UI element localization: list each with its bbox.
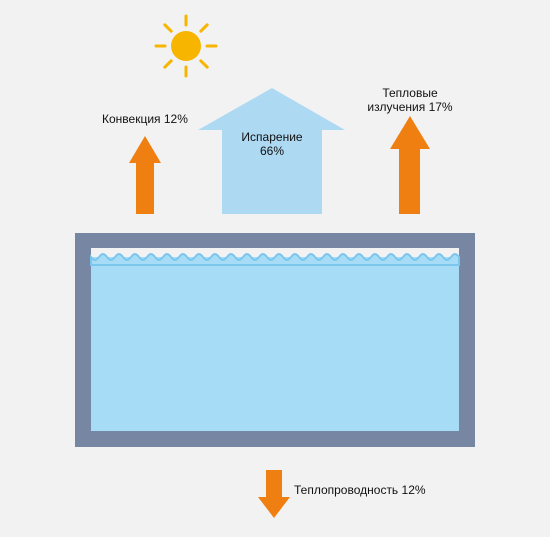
pool-water — [91, 257, 459, 431]
radiation-label: Тепловые излучения 17% — [355, 86, 465, 114]
evaporation-label-line2: 66% — [259, 144, 285, 158]
sun-ray — [163, 23, 173, 33]
pool — [75, 233, 475, 447]
convection-label: Конвекция 12% — [102, 112, 188, 126]
sun-icon — [154, 14, 218, 78]
sun-ray — [163, 59, 173, 69]
conduction-label: Теплопроводность 12% — [294, 483, 426, 497]
sun-ray — [199, 59, 209, 69]
evaporation-label: Испарение 66% — [222, 130, 322, 158]
evaporation-label-line1: Испарение — [241, 130, 303, 144]
sun-ray — [199, 23, 209, 33]
radiation-label-line2: излучения 17% — [367, 100, 453, 114]
radiation-label-line1: Тепловые — [382, 86, 438, 100]
radiation-arrow — [390, 116, 430, 214]
convection-arrow — [129, 136, 161, 214]
water-wave — [90, 252, 460, 266]
conduction-arrow — [258, 470, 290, 518]
evaporation-arrow — [198, 88, 345, 214]
